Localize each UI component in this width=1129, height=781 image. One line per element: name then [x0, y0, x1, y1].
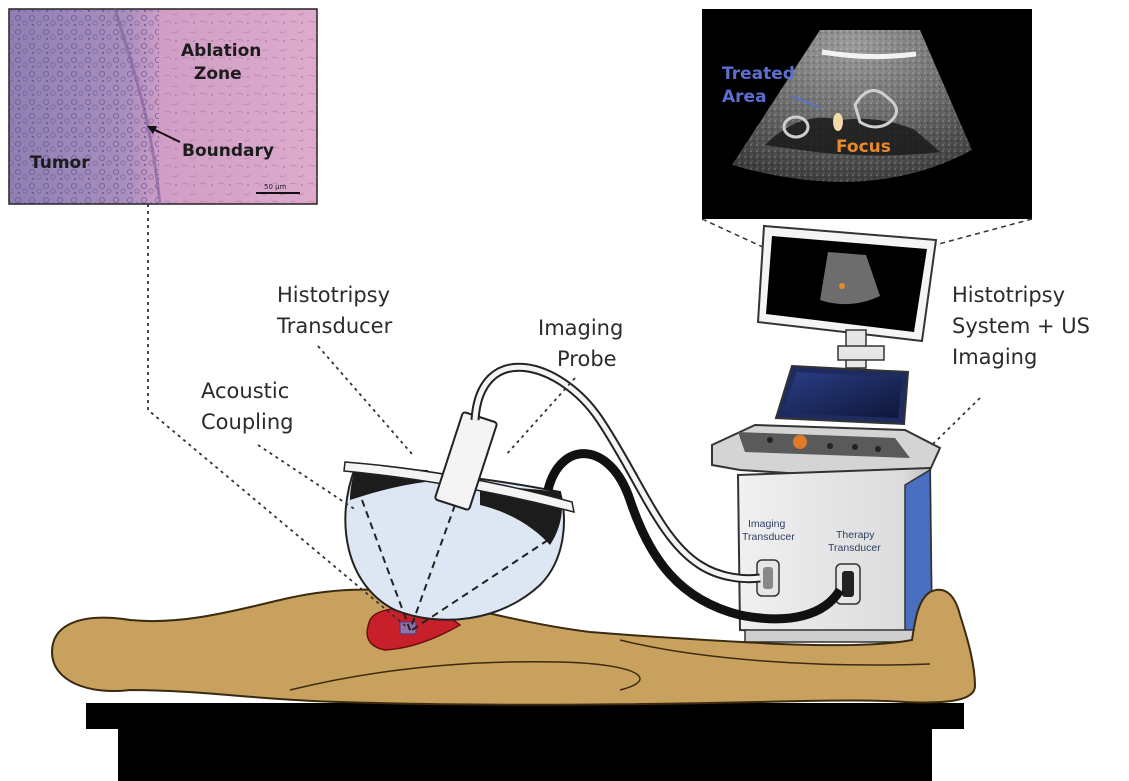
- monitor: [758, 226, 936, 368]
- table-base: [118, 729, 932, 781]
- keyboard-knob-2: [827, 443, 833, 449]
- boundary-label: Boundary: [182, 141, 274, 161]
- inset-connector-left: [702, 219, 765, 248]
- imaging-probe-pointer: [505, 378, 575, 456]
- imaging-port-label-2: Transducer: [742, 531, 795, 543]
- inset-connector-right: [935, 219, 1032, 245]
- table-top: [86, 703, 964, 729]
- histotripsy-transducer-label-1: Histotripsy: [277, 283, 390, 307]
- callout-labels: Histotripsy Transducer Imaging Probe Aco…: [201, 283, 1090, 434]
- scale-bar-label: 50 µm: [264, 183, 287, 191]
- treatment-table: [86, 703, 964, 781]
- system-label-2: System + US: [952, 314, 1090, 338]
- treated-area-label-1: Treated: [722, 64, 795, 84]
- ablation-zone-label-2: Zone: [194, 64, 242, 84]
- system-pointer: [932, 398, 980, 445]
- acoustic-coupling-label-1: Acoustic: [201, 379, 289, 403]
- system-label-1: Histotripsy: [952, 283, 1065, 307]
- imaging-probe-label-2: Probe: [557, 347, 617, 371]
- keyboard-knob-3: [852, 444, 858, 450]
- console-display-screen: [782, 372, 902, 418]
- monitor-focus-dot: [839, 283, 845, 289]
- focus-point: [833, 113, 843, 131]
- keyboard-knob-4: [875, 446, 881, 452]
- system-label-3: Imaging: [952, 345, 1037, 369]
- therapy-port-socket: [842, 571, 854, 597]
- histotripsy-transducer-label-2: Transducer: [276, 314, 393, 338]
- imaging-port-label-1: Imaging: [748, 518, 786, 530]
- acoustic-coupling-label-2: Coupling: [201, 410, 293, 434]
- histology-panel: Ablation Zone Boundary Tumor 50 µm: [9, 9, 317, 204]
- keyboard-knob-1: [767, 437, 773, 443]
- tumor-cells-texture: [9, 9, 159, 204]
- transducer-pointer: [318, 346, 412, 454]
- focus-label: Focus: [836, 137, 891, 157]
- transducer-assembly: [344, 412, 574, 630]
- therapy-port-label-2: Transducer: [828, 542, 881, 554]
- therapy-port-label-1: Therapy: [836, 529, 875, 541]
- trackball: [793, 435, 807, 449]
- imaging-port-socket: [763, 567, 773, 589]
- coupling-pointer: [258, 445, 356, 510]
- imaging-probe-label-1: Imaging: [538, 316, 623, 340]
- ablation-zone-label-1: Ablation: [181, 41, 261, 61]
- tumor-label: Tumor: [30, 153, 90, 173]
- ultrasound-panel: Treated Area Focus: [702, 9, 1032, 248]
- monitor-stand-mount: [838, 346, 884, 360]
- ablation-texture: [160, 9, 317, 204]
- cart-base: [745, 630, 930, 642]
- treated-area-label-2: Area: [722, 87, 767, 107]
